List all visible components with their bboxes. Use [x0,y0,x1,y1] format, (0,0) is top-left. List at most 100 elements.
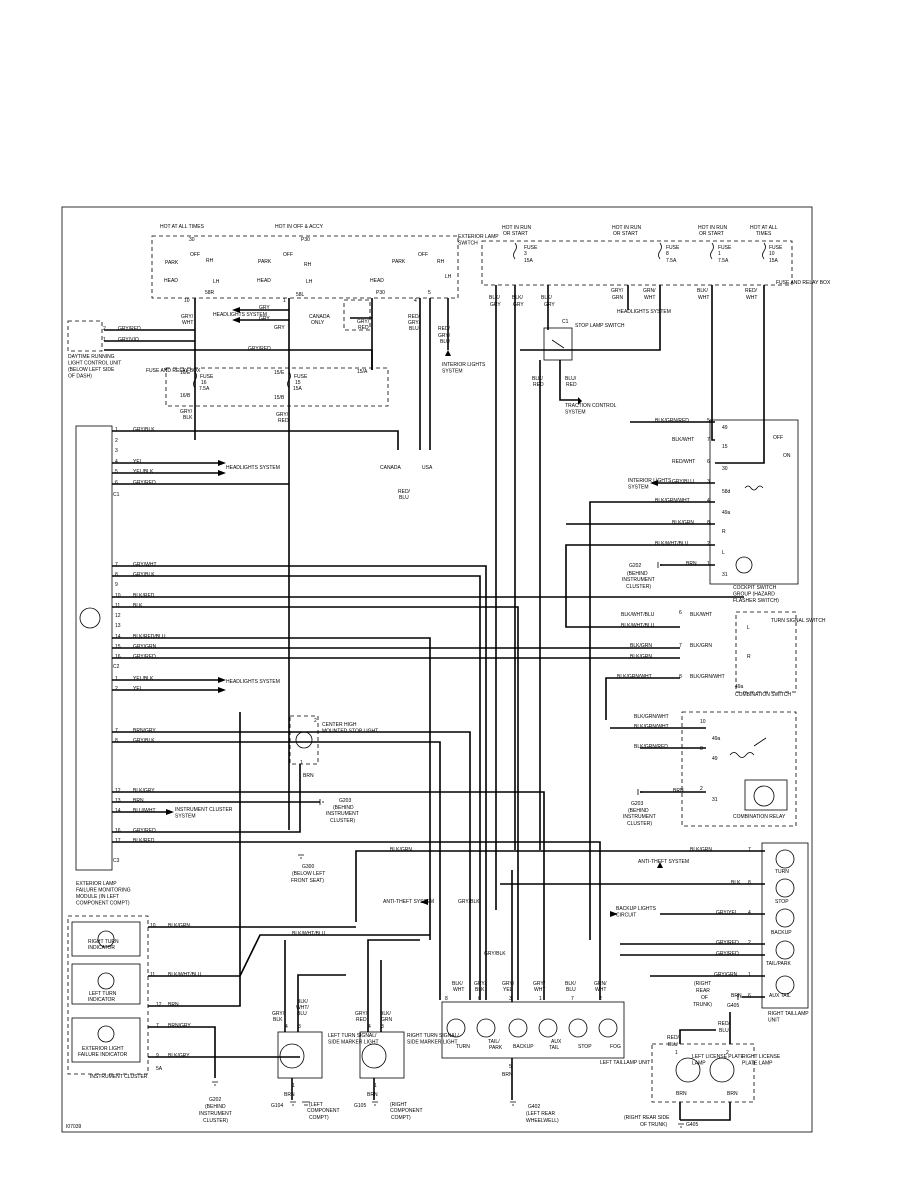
wire-label: (BELOW LEFT [292,871,325,877]
wire-label: BLK/GRN [630,654,652,660]
wire-label: LH [213,279,220,285]
wire-label: 1 [539,996,542,1002]
wire-label: 3 [115,448,118,454]
wire-label: BLK/GRY [133,788,155,794]
wire-label: 4 [748,910,751,916]
wire-label: LH [445,274,452,280]
wire-label: OF TRUNK) [640,1122,667,1128]
wire-label: 9 [156,1053,159,1059]
wire-label: GRY [490,302,501,308]
wire-label: BLK/RED/BLU [133,634,166,640]
wire-label: WHT/ [296,1005,309,1011]
wire-label: BRN [303,773,314,779]
wire-label: BLK/GRN [390,847,412,853]
wire-label: GRY/ [533,981,546,987]
wire-label: GRY/RED [133,654,156,660]
wire-label: GRY/BLK [133,572,155,578]
wire-label: PARK [258,259,272,265]
wire-label: C2 [113,664,120,670]
wire-label: 49 [712,756,718,762]
wire-label: 14 [115,808,121,814]
wire-label: RED/WHT [672,459,695,465]
wire-label: STOP [578,1044,592,1050]
wire-label: BRN [731,993,742,999]
wire-label: 4 [707,498,710,504]
wire-label: 2 [599,996,602,1002]
wire-label: INSTRUMENT [623,814,656,820]
wire-label: TAIL/ [488,1039,500,1045]
wire-label: 10 [184,298,190,304]
power-source-label: OR START [613,231,638,237]
wire-label: 16/E [180,370,191,376]
wire-label: RED [533,382,544,388]
wire-label: 10 [115,593,121,599]
wire-label: 58L [296,292,305,298]
wire-label: FUSE [666,245,680,251]
wire-label: RED [278,418,289,424]
wire-label: 7.5A [666,258,677,264]
lamps [79,556,795,1083]
wire-label: (BEHIND [628,808,649,814]
left-turn-signal-side-marker-label: LEFT TURN SIGNAL/SIDE MARKER LIGHT [328,1033,379,1046]
wire-label: BACKUP [513,1044,534,1050]
left-marker-box [277,1031,323,1079]
power-source-label: HOT AT ALL TIMES [160,224,205,230]
wire-label: GRY/RED [716,951,739,957]
wire-label: 7 [679,643,682,649]
wire-label: GRY/BLK [484,951,506,957]
anti-theft-system-mid-label: ANTI-THEFT SYSTEM [383,899,434,905]
wire-label: RED/ [408,314,421,320]
wire-label: BRN [133,798,144,804]
wire-label: GRY [544,302,555,308]
headlights-system-low-label: HEADLIGHTS SYSTEM [226,679,280,685]
wire-label: FUSE [294,374,308,380]
wire-label: PARK [165,260,179,266]
wire-label: BLK/WHT [672,437,694,443]
symbols [166,242,767,1128]
wire-label: 8 [666,251,669,257]
power-source-label: HOT IN RUN [698,225,727,231]
wire-label: 2 [115,438,118,444]
wire-label: BLU/ [565,376,577,382]
wire-label: GRY/RED [118,326,141,332]
wire-label: R [747,654,751,660]
wire-label: RED [358,325,369,331]
wire-label: 7 [571,996,574,1002]
wire-label: (BEHIND [627,571,648,577]
wire-label: GRY/WHT [133,562,157,568]
wire-label: 15A [524,258,534,264]
wire-label: BLK/RED [133,838,155,844]
headlights-system-right-label: HEADLIGHTS SYSTEM [617,309,671,315]
wire-label: 8 [679,674,682,680]
wire-label: YEL [133,686,143,692]
wire-label: 12 [115,613,121,619]
wire-label: BLK/GRN/WHT [634,714,669,720]
wire-label: GRY [513,302,524,308]
wire-label: 8 [707,520,710,526]
wire-label: 7 [707,437,710,443]
wire-label: 2 [103,326,106,332]
wire-label: CLUSTER) [203,1118,228,1124]
wire-label: FRONT SEAT) [291,878,324,884]
wire-label: 8 [700,746,703,752]
wire-label: G300 [302,864,314,870]
wire-label: GRY [274,325,285,331]
wire-label: RED [356,1017,367,1023]
wire-label: 6 [707,459,710,465]
wire-label: 7.5A [718,258,729,264]
wire-label: COMPT) [309,1115,329,1121]
wire-label: GRY/ [181,314,194,320]
wire-label: 1 [283,298,286,304]
wire-label: (LEFT REAR [526,1111,555,1117]
wire-label: 15A [293,386,303,392]
wire-label: BACKUP [771,930,792,936]
wire-label: BLK [133,603,143,609]
wire-label: BLK/WHT/BLU [168,972,202,978]
wire-label: 4 [115,459,118,465]
wire-label: 2 [707,541,710,547]
wire-label: AUX [551,1039,562,1045]
wire-label: 1 [115,427,118,433]
